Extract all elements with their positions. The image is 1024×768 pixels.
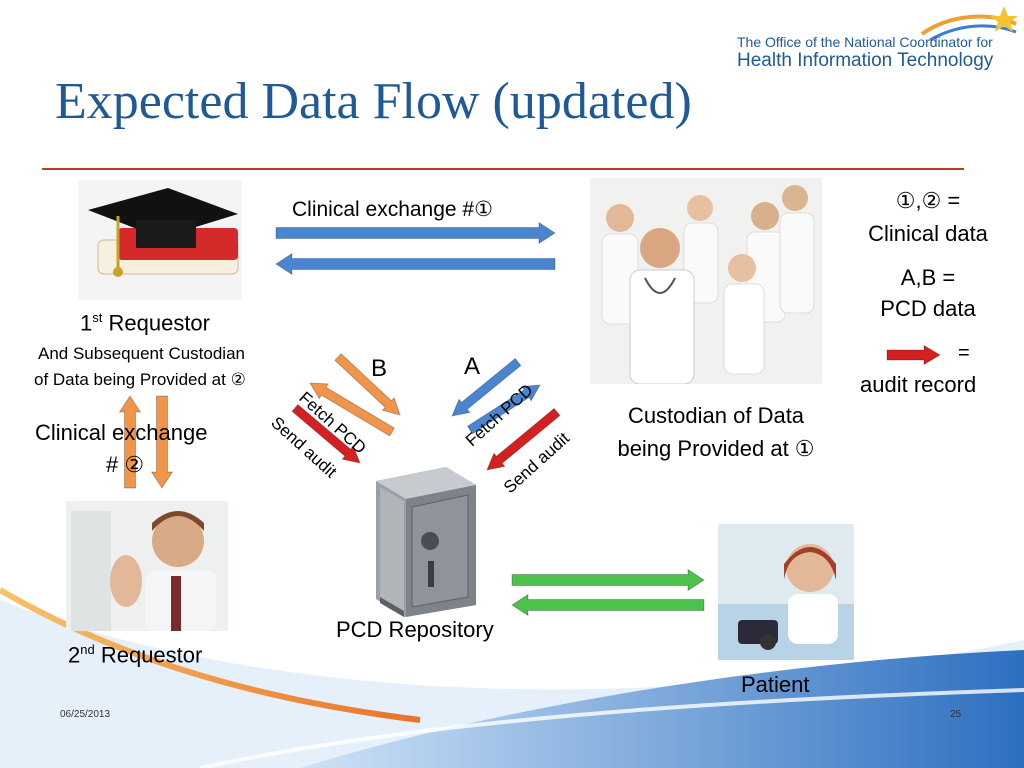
safe-icon	[376, 467, 476, 617]
clinical-exchange-1-label: Clinical exchange #①	[292, 198, 493, 221]
slide-title: Expected Data Flow (updated)	[55, 73, 692, 130]
label-a: A	[464, 353, 481, 380]
clinical-exchange-2-line-1: Clinical exchange	[35, 420, 208, 445]
legend-clinical-symbols: ①,② =	[895, 188, 961, 213]
footer-date: 06/25/2013	[60, 709, 111, 720]
fetch-pcd-b-arrow	[334, 352, 401, 416]
patient-to-repository-arrow	[511, 593, 705, 617]
send-audit-left-arrow	[291, 403, 361, 464]
pcd-repository-label: PCD Repository	[336, 617, 494, 642]
onc-logo-swoosh-icon	[920, 6, 1018, 42]
first-requestor-label: 1st Requestor	[80, 310, 210, 336]
custodian-line-2: being Provided at ①	[617, 436, 815, 461]
clinical-exchange-1-right-arrow	[275, 221, 556, 245]
fetch-pcd-a-return-arrow	[466, 384, 541, 435]
legend-pcd-text: PCD data	[880, 296, 976, 321]
clinical-exchange-2-down-arrow	[150, 395, 174, 489]
title-divider	[42, 168, 964, 170]
fetch-pcd-a-arrow	[451, 357, 522, 417]
clinical-exchange-2-line-2: # ②	[106, 452, 145, 477]
first-requestor-ordinal: st	[92, 310, 103, 325]
second-requestor-image	[66, 501, 228, 631]
repository-to-patient-arrow	[511, 568, 705, 592]
patient-image	[718, 524, 854, 660]
clinical-exchange-1-left-arrow	[275, 252, 556, 276]
logo-line-2: Health Information Technology	[737, 50, 994, 71]
slide-number: 25	[950, 709, 962, 720]
logo-line-1: The Office of the National Coordinator f…	[737, 34, 993, 50]
legend-clinical-text: Clinical data	[868, 221, 988, 246]
legend-pcd-symbols: A,B =	[900, 265, 956, 290]
fetch-pcd-b-return-arrow	[309, 382, 395, 437]
clinical-exchange-2-up-arrow	[118, 395, 142, 489]
patient-label: Patient	[741, 672, 810, 697]
graduation-cap-image	[78, 180, 242, 300]
legend-audit-arrow	[886, 344, 941, 366]
legend-audit-equals: =	[958, 342, 970, 364]
first-requestor-number: 1	[80, 310, 93, 336]
second-requestor-ordinal: nd	[80, 642, 95, 657]
medical-team-image	[590, 178, 822, 384]
first-requestor-text: Requestor	[102, 310, 210, 336]
send-audit-right-arrow	[486, 407, 561, 471]
legend-audit-text: audit record	[860, 372, 977, 397]
subsequent-custodian-line-2: of Data being Provided at ②	[34, 370, 246, 389]
second-requestor-text: Requestor	[94, 642, 203, 668]
second-requestor-label: 2nd Requestor	[68, 642, 202, 668]
label-b: B	[371, 355, 388, 382]
second-requestor-number: 2	[68, 642, 81, 668]
subsequent-custodian-line-1: And Subsequent Custodian	[38, 344, 245, 363]
custodian-line-1: Custodian of Data	[627, 403, 805, 428]
